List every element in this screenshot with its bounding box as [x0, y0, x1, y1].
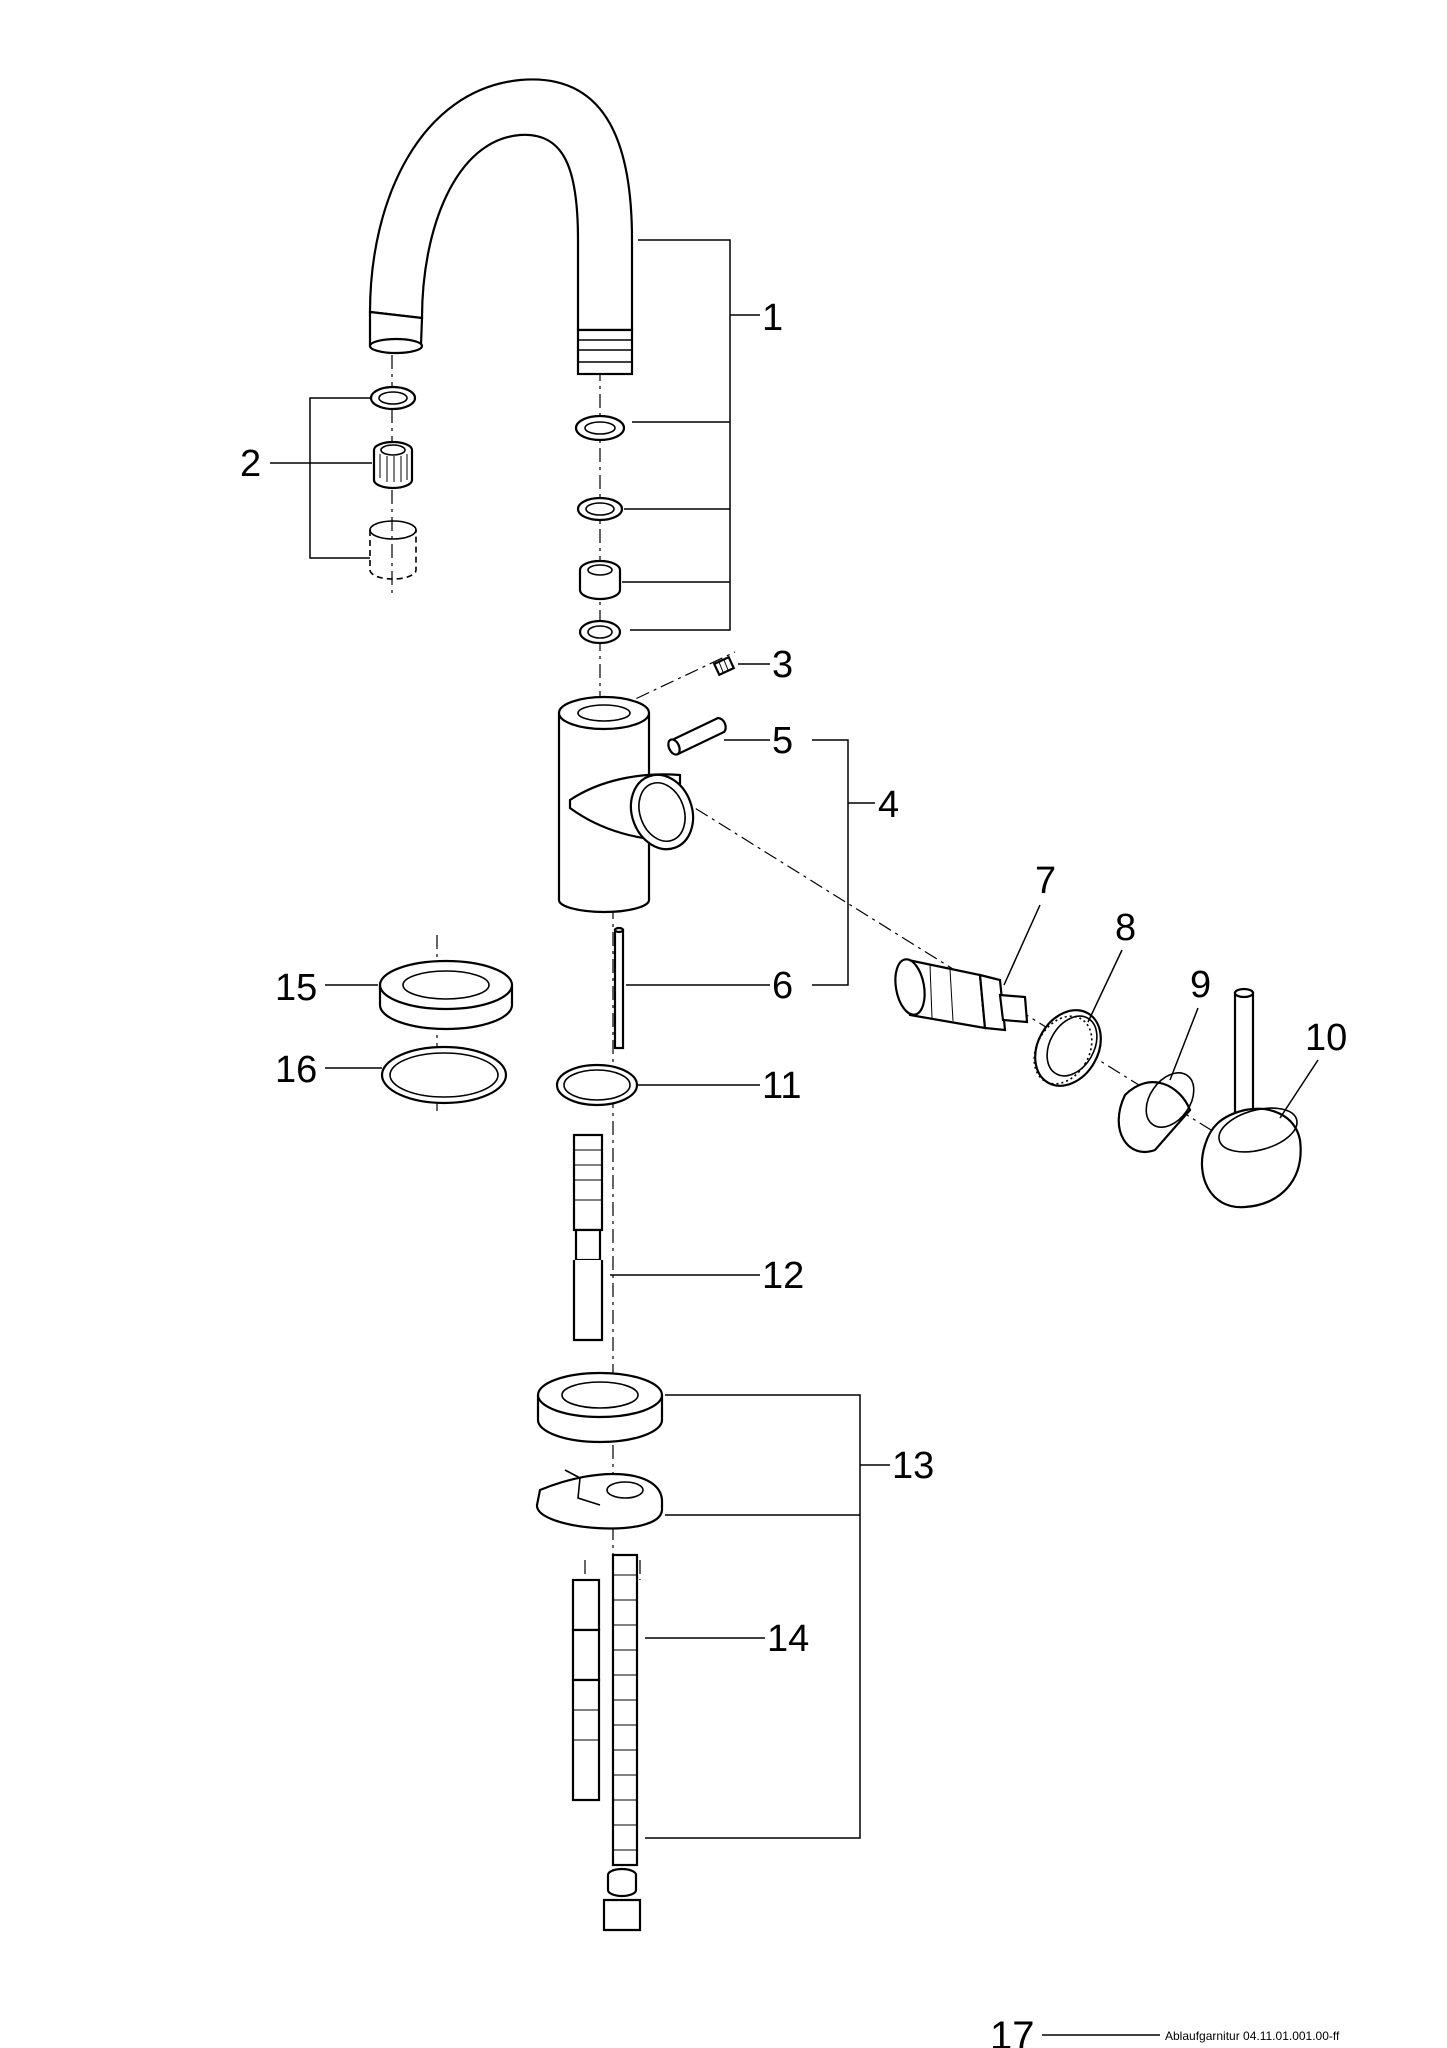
aerator-set [369, 385, 417, 580]
rod [613, 926, 625, 1050]
cover-washer [378, 959, 514, 1031]
callout-16: 16 [275, 1049, 317, 1091]
spout-assembly [368, 78, 634, 645]
pin [667, 716, 727, 756]
callout-2: 2 [240, 443, 261, 485]
o-ring [555, 1063, 639, 1107]
callout-labels: 1 2 3 4 5 6 7 8 9 10 11 12 13 14 15 16 [240, 297, 1347, 1660]
callout-3: 3 [772, 644, 793, 686]
gasket-ring [380, 1045, 508, 1105]
callout-4: 4 [878, 784, 899, 826]
callout-13: 13 [892, 1445, 934, 1487]
lever-handle [1200, 987, 1302, 1209]
grub-screw [712, 655, 736, 677]
callout-10: 10 [1305, 1017, 1347, 1059]
cover-sleeve [1117, 1072, 1195, 1153]
threaded-rod [571, 1553, 639, 1867]
page-footer: 17 Ablaufgarnitur 04.11.01.001.00-ff [990, 2014, 1340, 2048]
threaded-ring [1033, 1009, 1102, 1087]
callout-7: 7 [1035, 860, 1056, 902]
callout-6: 6 [772, 965, 793, 1007]
leader-lines [270, 239, 1319, 2036]
faucet-body [557, 695, 695, 914]
center-lines [391, 340, 1236, 1890]
callout-5: 5 [772, 720, 793, 762]
document-reference: Ablaufgarnitur 04.11.01.001.00-ff [1165, 2029, 1340, 2043]
cartridge [894, 958, 1029, 1032]
callout-14: 14 [767, 1618, 809, 1660]
callout-9: 9 [1190, 964, 1211, 1006]
callout-8: 8 [1115, 907, 1136, 949]
page-number: 17 [990, 2014, 1035, 2048]
mounting-set [535, 1371, 664, 1932]
callout-12: 12 [762, 1255, 804, 1297]
callout-11: 11 [762, 1065, 801, 1107]
callout-1: 1 [762, 297, 783, 339]
callout-15: 15 [275, 967, 317, 1009]
connection-hose [572, 1133, 604, 1342]
